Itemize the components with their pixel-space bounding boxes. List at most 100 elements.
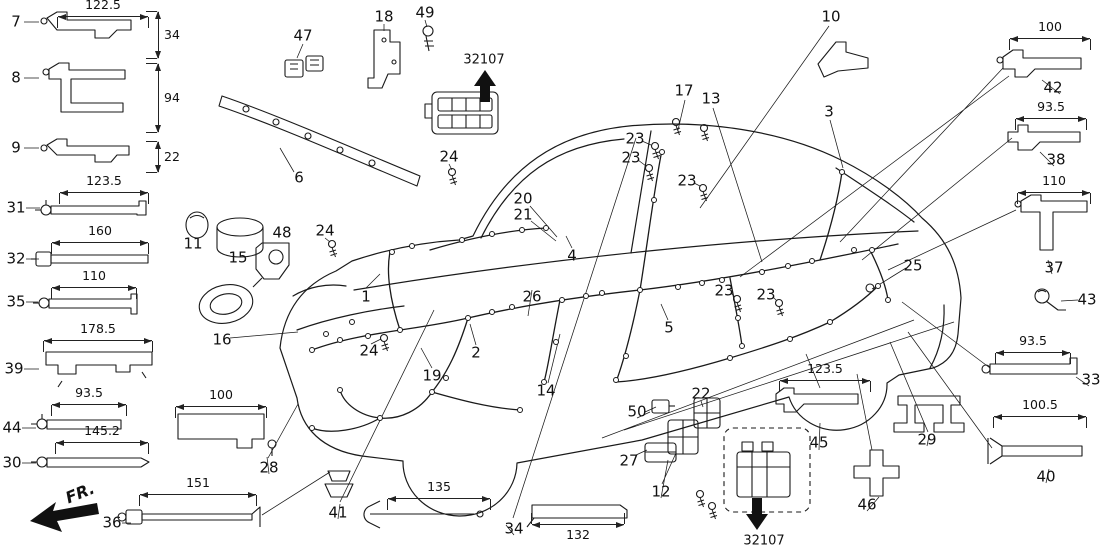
part-callout-23: 23 — [756, 285, 776, 304]
dimension-line — [780, 378, 870, 384]
part-callout-36: 36 — [102, 513, 122, 532]
part-callout-17: 17 — [674, 81, 694, 100]
dimension-line — [176, 404, 266, 410]
part-callout-9: 9 — [11, 138, 21, 157]
ref-arrow-down-icon — [746, 498, 768, 530]
part-callout-46: 46 — [857, 495, 877, 514]
dimension-line — [155, 63, 161, 133]
part-callout-45: 45 — [809, 433, 829, 452]
dimension-value: 110 — [82, 268, 106, 283]
dimension-value: 160 — [88, 223, 112, 238]
part-callout-33: 33 — [1081, 370, 1101, 389]
part-callout-24: 24 — [439, 147, 459, 166]
part-callout-29: 29 — [917, 430, 937, 449]
leader-lines — [22, 19, 1090, 536]
part-callout-48: 48 — [272, 223, 292, 242]
dimension-line — [388, 496, 490, 502]
dimension-value: 93.5 — [1037, 99, 1065, 114]
part-callout-7: 7 — [11, 12, 21, 31]
part-callout-27: 27 — [619, 451, 639, 470]
part-callout-13: 13 — [701, 89, 721, 108]
part-callout-24: 24 — [315, 221, 335, 240]
part-callout-25: 25 — [903, 256, 923, 275]
connector-dots — [309, 149, 891, 431]
part-callout-3: 3 — [824, 102, 834, 121]
part-callout-5: 5 — [664, 318, 674, 337]
dimension-line — [52, 285, 136, 291]
dimension-value: 122.5 — [85, 0, 121, 12]
dimension-line — [52, 240, 148, 246]
part-callout-30: 30 — [2, 453, 22, 472]
right-column-parts — [775, 49, 1088, 497]
part-callout-15: 15 — [228, 248, 248, 267]
part-callout-31: 31 — [6, 198, 26, 217]
part-callout-28: 28 — [259, 458, 279, 477]
dimension-line — [1018, 190, 1090, 196]
car-body-outline — [279, 123, 962, 517]
part-callout-23: 23 — [621, 148, 641, 167]
part-callout-12: 12 — [651, 482, 671, 501]
dimension-value: 22 — [164, 148, 180, 164]
dimension-line — [52, 402, 126, 408]
dimension-value: 178.5 — [80, 321, 116, 336]
dimension-line — [60, 190, 148, 196]
part-callout-50: 50 — [627, 402, 647, 421]
part-callout-19: 19 — [422, 366, 442, 385]
dimension-line — [155, 141, 161, 173]
part-callout-34: 34 — [504, 519, 524, 538]
part-callout-20: 20 — [513, 189, 533, 208]
dimension-line — [532, 522, 624, 528]
part-callout-49: 49 — [415, 3, 435, 22]
dimension-line — [155, 11, 161, 59]
dimension-value: 34 — [164, 26, 180, 42]
ref-arrow-up-icon — [474, 70, 496, 102]
part-number-ref-top: 32107 — [463, 52, 505, 68]
part-callout-23: 23 — [714, 281, 734, 300]
part-callout-35: 35 — [6, 292, 26, 311]
part-callout-23: 23 — [625, 129, 645, 148]
part-callout-16: 16 — [212, 330, 232, 349]
dimension-line — [1016, 116, 1086, 122]
dimension-value: 151 — [186, 475, 210, 490]
part-callout-24: 24 — [359, 341, 379, 360]
dimension-value: 145.2 — [84, 423, 120, 438]
part-callout-10: 10 — [821, 7, 841, 26]
dimension-value: 93.5 — [1019, 333, 1047, 348]
part-callout-44: 44 — [2, 418, 22, 437]
dimension-value: 110 — [1042, 173, 1066, 188]
dimension-value: 94 — [164, 89, 180, 105]
part-callout-32: 32 — [6, 249, 26, 268]
top-parts — [185, 25, 869, 324]
part-callout-8: 8 — [11, 68, 21, 87]
part-callout-14: 14 — [536, 381, 556, 400]
part-callout-47: 47 — [293, 26, 313, 45]
part-callout-18: 18 — [374, 7, 394, 26]
dimension-line — [140, 492, 256, 498]
dimension-value: 132 — [566, 527, 590, 542]
part-callout-1: 1 — [361, 287, 371, 306]
dimension-value: 100 — [209, 387, 233, 402]
dimension-line — [56, 440, 148, 446]
dimension-line — [58, 14, 148, 20]
dimension-value: 93.5 — [75, 385, 103, 400]
dimension-value: 123.5 — [86, 173, 122, 188]
part-callout-38: 38 — [1046, 150, 1066, 169]
dimension-value: 100 — [1038, 19, 1062, 34]
part-callout-4: 4 — [567, 246, 577, 265]
part-callout-40: 40 — [1036, 467, 1056, 486]
part-callout-23: 23 — [677, 171, 697, 190]
wire-harness-lines — [311, 149, 899, 432]
dimension-value: 100.5 — [1022, 397, 1058, 412]
part-callout-41: 41 — [328, 503, 348, 522]
dimension-line — [1010, 36, 1090, 42]
part-callout-6: 6 — [294, 168, 304, 187]
part-number-ref-bottom: 32107 — [743, 533, 785, 549]
part-callout-37: 37 — [1044, 258, 1064, 277]
fr-arrow-icon — [30, 502, 99, 532]
part-callout-22: 22 — [691, 384, 711, 403]
part-callout-21: 21 — [513, 205, 533, 224]
dimension-line — [994, 414, 1086, 420]
part-callout-39: 39 — [4, 359, 24, 378]
